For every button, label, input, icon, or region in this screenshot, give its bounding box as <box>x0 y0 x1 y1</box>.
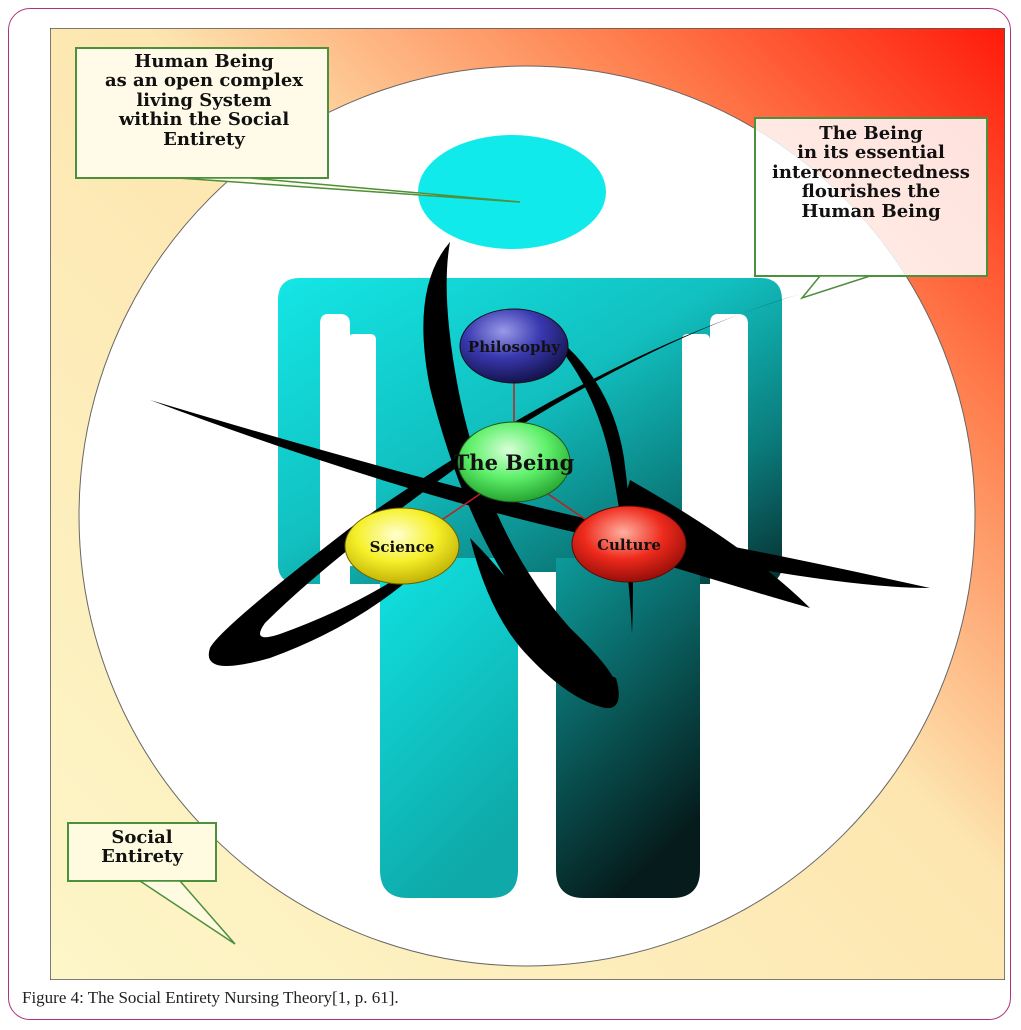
node-philosophy-label: Philosophy <box>468 338 561 356</box>
figure-caption: Figure 4: The Social Entirety Nursing Th… <box>22 988 399 1008</box>
node-philosophy: Philosophy <box>460 309 568 383</box>
node-the-being-label: The Being <box>454 450 575 475</box>
callout-social-entirety-text: Social Entirety <box>68 828 216 867</box>
node-science: Science <box>345 508 459 584</box>
node-science-label: Science <box>370 538 435 556</box>
node-culture-label: Culture <box>597 536 661 554</box>
human-head <box>418 135 606 249</box>
callout-the-being-text: The Being in its essential interconnecte… <box>756 124 986 221</box>
node-culture: Culture <box>572 506 686 582</box>
human-right-leg <box>556 558 700 898</box>
callout-human-being-text: Human Being as an open complex living Sy… <box>80 52 328 149</box>
